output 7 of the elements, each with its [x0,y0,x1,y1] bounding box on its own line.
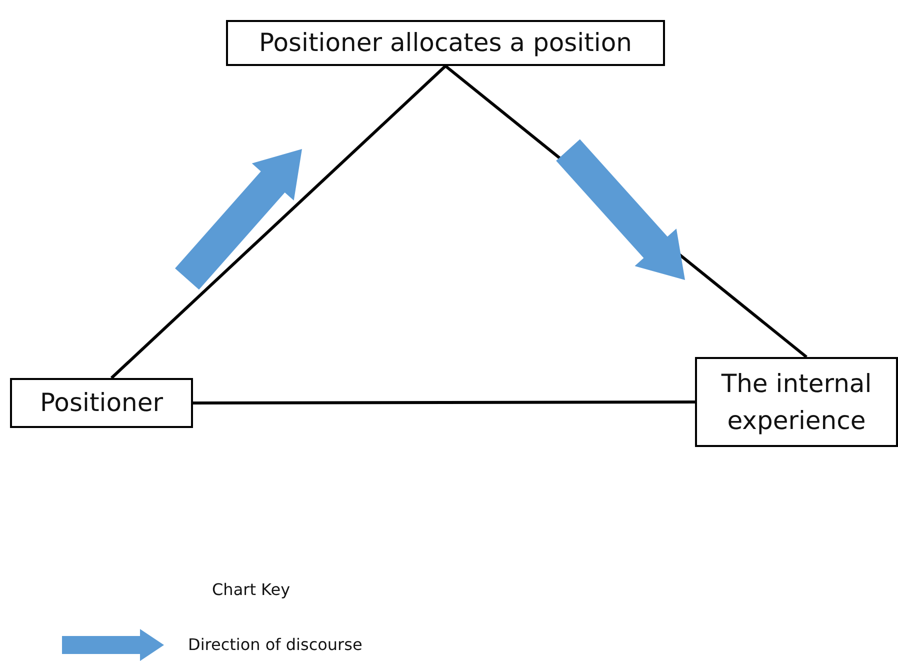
legend-heading: Chart Key [212,580,290,599]
triangle-side [193,400,695,404]
text-box: Positioner [10,378,193,428]
legend-text: Direction of discourse [188,635,362,654]
text-box: Positioner allocates a position [226,20,665,66]
triangle-side [110,64,447,380]
text-box: The internal experience [695,357,898,447]
